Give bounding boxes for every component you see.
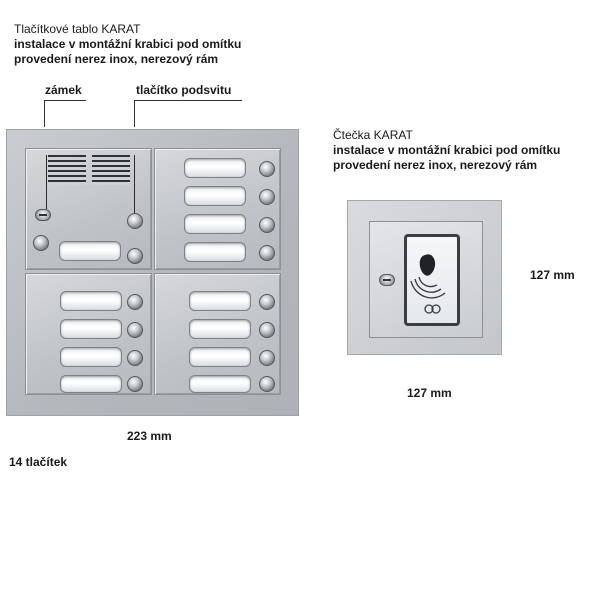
speaker-module (25, 148, 152, 270)
name-label (60, 291, 122, 311)
speaker-grille-icon (48, 155, 86, 185)
tablo-install-note: instalace v montážní krabici pod omítku (14, 37, 242, 51)
tablo-title-block: Tlačítkové tablo KARAT instalace v montá… (14, 22, 241, 67)
button-panel (6, 129, 299, 416)
lock-leader-horizontal (44, 100, 86, 101)
name-label (189, 319, 251, 339)
backlight-button[interactable] (127, 213, 143, 229)
lock-wire (46, 155, 47, 209)
reader-material-note: provedení nerez inox, nerezový rám (333, 158, 538, 172)
call-button[interactable] (259, 376, 275, 392)
name-label (184, 158, 246, 178)
name-label (59, 241, 121, 261)
reader-plate (369, 221, 483, 338)
rfid-reader-window[interactable] (404, 234, 460, 326)
buttons-module (154, 273, 281, 395)
name-label (184, 214, 246, 234)
tablo-material-note: provedení nerez inox, nerezový rám (14, 52, 219, 66)
speaker-grille-icon (92, 155, 130, 185)
call-button[interactable] (259, 161, 275, 177)
call-button[interactable] (127, 322, 143, 338)
name-label (60, 375, 122, 393)
call-button[interactable] (259, 294, 275, 310)
call-button[interactable] (259, 245, 275, 261)
call-button[interactable] (33, 235, 49, 251)
backlight-leader-horizontal (134, 100, 242, 101)
reader-install-note: instalace v montážní krabici pod omítku (333, 143, 561, 157)
lock-leader-vertical (44, 100, 45, 127)
call-button[interactable] (259, 217, 275, 233)
call-button[interactable] (127, 376, 143, 392)
reader-height-label: 127 mm (530, 268, 575, 282)
call-button[interactable] (259, 189, 275, 205)
keyhole-icon[interactable] (379, 274, 395, 286)
reader-title: Čtečka KARAT (333, 128, 413, 142)
name-label (184, 242, 246, 262)
name-label (189, 375, 251, 393)
button-count-label: 14 tlačítek (9, 455, 68, 469)
reader-frame (347, 200, 502, 355)
name-label (60, 347, 122, 367)
reader-width-label: 127 mm (407, 386, 452, 400)
name-label (184, 186, 246, 206)
backlight-leader-vertical (134, 100, 135, 127)
tablo-title: Tlačítkové tablo KARAT (14, 22, 141, 36)
backlight-button-callout: tlačítko podsvitu (136, 83, 232, 97)
name-label (60, 319, 122, 339)
name-label (189, 347, 251, 367)
backlight-wire (134, 155, 135, 213)
call-button[interactable] (127, 248, 143, 264)
name-label (189, 291, 251, 311)
keyhole-icon[interactable] (35, 209, 51, 221)
lock-callout: zámek (45, 83, 82, 97)
buttons-module (154, 148, 281, 270)
reader-title-block: Čtečka KARAT instalace v montážní krabic… (333, 128, 560, 173)
panel-width-label: 223 mm (127, 429, 172, 443)
call-button[interactable] (127, 350, 143, 366)
call-button[interactable] (259, 350, 275, 366)
call-button[interactable] (127, 294, 143, 310)
call-button[interactable] (259, 322, 275, 338)
rfid-card-icon (410, 254, 446, 299)
karat-logo-icon (424, 304, 441, 314)
buttons-module (25, 273, 152, 395)
